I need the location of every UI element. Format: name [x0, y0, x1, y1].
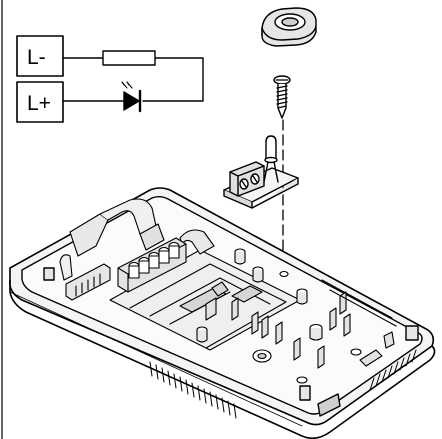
vent-slots-right — [369, 349, 417, 391]
mounting-bosses — [196, 248, 362, 384]
resistor-symbol — [102, 50, 156, 66]
led-symbol — [121, 81, 142, 113]
corner-post-front — [299, 385, 311, 401]
terminal-l-minus-box — [16, 35, 64, 77]
terminal-l-plus-box — [16, 81, 64, 123]
led-circuit-board — [223, 135, 299, 209]
wiring-schematic: L- L+ — [16, 35, 204, 123]
vent-slots-front — [149, 361, 237, 419]
terminal-l-minus-label: L- — [27, 46, 46, 69]
terminal-screws — [128, 241, 180, 279]
mounting-screw — [273, 75, 291, 119]
housing-internals — [59, 198, 397, 384]
wire-top-right-loop — [142, 57, 204, 102]
clip-pairs — [205, 281, 351, 369]
cap-cover-part — [261, 7, 317, 47]
front-latch — [317, 393, 341, 417]
terminal-l-plus-label: L+ — [27, 92, 51, 115]
corner-post — [405, 325, 419, 341]
